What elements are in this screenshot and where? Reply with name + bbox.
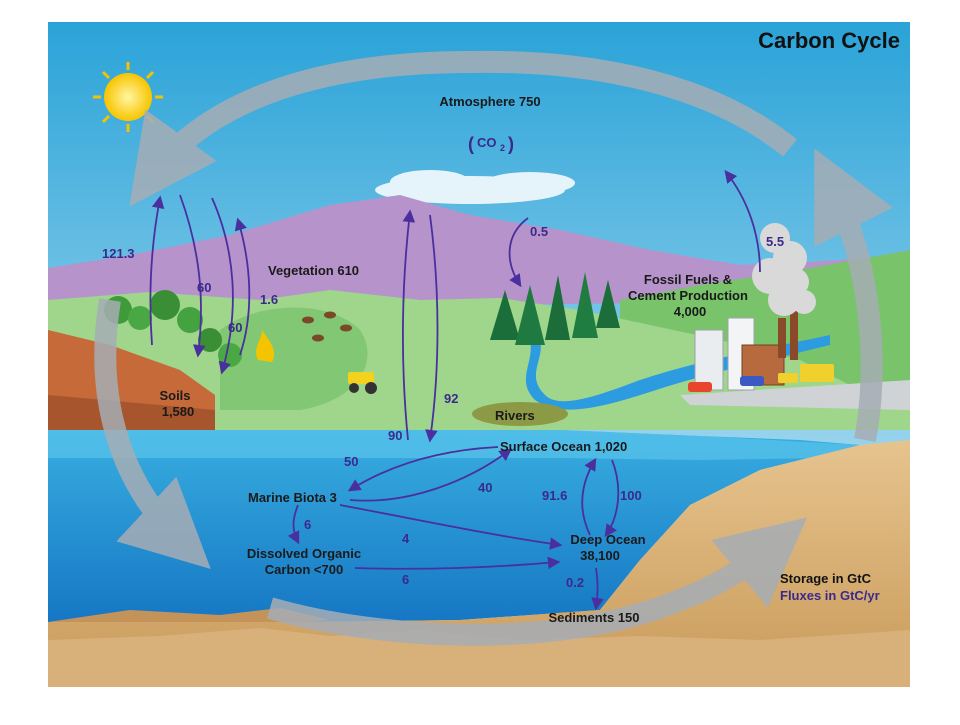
- flux-91-6: 91.6: [542, 488, 567, 503]
- label-atmosphere: Atmosphere 750: [439, 94, 540, 109]
- svg-text:): ): [508, 134, 514, 154]
- label-soils-value: 1,580: [162, 404, 195, 419]
- flux-1-6: 1.6: [260, 292, 278, 307]
- flux-60-vegetation: 60: [197, 280, 211, 295]
- flux-60-soils: 60: [228, 320, 242, 335]
- tractor-icon: [348, 372, 377, 394]
- flux-0-2: 0.2: [566, 575, 584, 590]
- label-surface-ocean: Surface Ocean 1,020: [500, 439, 627, 454]
- co2-text: CO: [477, 135, 497, 150]
- flux-arrows: [149, 170, 761, 611]
- flux-6-doc: 6: [304, 517, 311, 532]
- fire-icon: [256, 330, 275, 362]
- flux-5-5: 5.5: [766, 234, 784, 249]
- factory-smoke: [752, 223, 816, 316]
- flux-90: 90: [388, 428, 402, 443]
- label-deep-ocean-name: Deep Ocean: [570, 532, 645, 547]
- seabed: [48, 440, 910, 687]
- flux-100: 100: [620, 488, 642, 503]
- flux-6-deep: 6: [402, 572, 409, 587]
- carbon-cycle-arrows: [94, 50, 893, 646]
- forest: [490, 272, 620, 345]
- label-rivers: Rivers: [495, 408, 535, 423]
- label-doc-line1: Dissolved Organic: [247, 546, 361, 561]
- label-doc-line2: Carbon <700: [265, 562, 343, 577]
- label-soils-name: Soils: [159, 388, 190, 403]
- hill: [220, 307, 368, 410]
- ocean-surface: [48, 430, 860, 460]
- clouds: [375, 170, 575, 204]
- label-vegetation: Vegetation 610: [268, 263, 359, 278]
- flux-50: 50: [344, 454, 358, 469]
- flux-40: 40: [478, 480, 492, 495]
- legend-storage: Storage in GtC: [780, 571, 872, 586]
- flux-0-5: 0.5: [530, 224, 548, 239]
- legend-fluxes: Fluxes in GtC/yr: [780, 588, 880, 603]
- flux-92: 92: [444, 391, 458, 406]
- cattle: [302, 311, 352, 342]
- svg-text:(: (: [468, 134, 474, 154]
- co2-subscript: 2: [500, 143, 505, 153]
- label-fossil-value: 4,000: [674, 304, 707, 319]
- flux-121-3: 121.3: [102, 246, 135, 261]
- mountain-range: [48, 195, 910, 310]
- road: [680, 380, 910, 410]
- vehicles: [688, 364, 834, 392]
- label-fossil-line2: Cement Production: [628, 288, 748, 303]
- co2-label: ( CO 2 ): [468, 134, 514, 154]
- label-deep-ocean-value: 38,100: [580, 548, 620, 563]
- label-sediments: Sediments 150: [548, 610, 639, 625]
- diagram-title: Carbon Cycle: [758, 28, 900, 53]
- river-marsh: [472, 402, 568, 426]
- flux-4: 4: [402, 531, 410, 546]
- label-fossil-line1: Fossil Fuels &: [644, 272, 732, 287]
- label-marine-biota: Marine Biota 3: [248, 490, 337, 505]
